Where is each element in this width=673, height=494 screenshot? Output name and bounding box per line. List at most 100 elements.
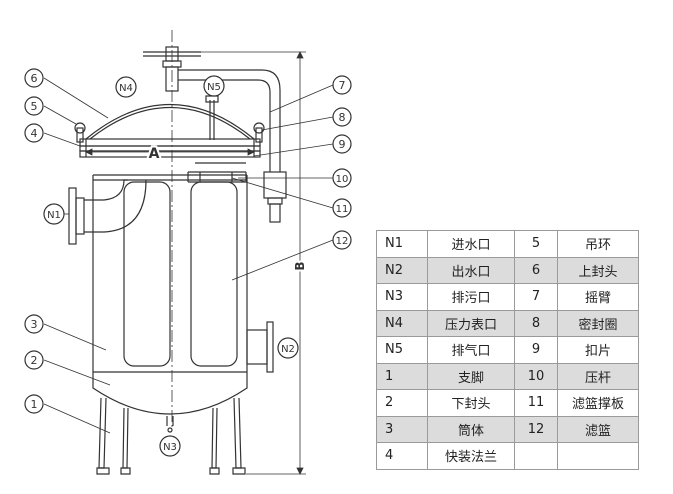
dimension-b [180,51,306,475]
legend-cell-c2: 出水口 [427,256,515,284]
dimension-a-label: A [149,146,160,162]
legend-cell-c3: 9 [514,336,558,364]
callout-7 [332,75,352,95]
legend-cell-c1: N1 [376,230,428,258]
callout-11-label: 11 [336,204,349,215]
callout-circles [24,68,352,457]
legend-cell-c3: 11 [514,389,558,417]
legend-cell-c4: 扣片 [557,336,639,364]
legend-cell-c2: 下封头 [427,389,515,417]
quick-flange [79,138,261,158]
callout-6 [24,68,44,88]
callout-3 [24,314,44,334]
legend-cell-c4: 滤篮 [557,415,639,443]
legend-cell-c2: 进水口 [427,230,515,258]
port-n4-label: N4 [119,83,133,94]
legend-cell-c1: N2 [376,256,428,284]
legend-cell-c3: 7 [514,283,558,311]
inlet-pipe [68,179,147,245]
callout-10-label: 10 [336,174,349,185]
legend-cell-c4: 压杆 [557,362,639,390]
legend-cell-c1: N5 [376,336,428,364]
port-n5-circle [203,75,225,97]
filter-baskets [123,162,247,367]
legend-cell-c2: 排污口 [427,283,515,311]
dimension-b-label: B [293,261,307,270]
shell [92,174,248,373]
handwheel [143,30,201,430]
legend-cell-c1: 3 [376,415,428,443]
legend-cell-c1: 2 [376,389,428,417]
callout-4-label: 4 [31,127,38,140]
legend-cell-c3: 5 [514,230,558,258]
outlet-pipe [246,321,274,373]
port-n1-circle [43,203,65,225]
callout-12 [332,230,352,250]
callout-2 [24,350,44,370]
callout-8-label: 8 [339,111,346,124]
port-n2-label: N2 [281,344,295,355]
callout-11 [332,198,352,218]
lower-head [92,372,248,415]
legend-cell-c3: 12 [514,415,558,443]
legend-cell-c2: 压力表口 [427,309,515,337]
legend-cell-c2: 支脚 [427,362,515,390]
support-legs [96,397,246,475]
legend-cell-c2: 排气口 [427,336,515,364]
port-n3-circle [159,435,181,457]
legend-cell-c4: 摇臂 [557,283,639,311]
legend-cell-c2: 筒体 [427,415,515,443]
dimension-a-label-bg: A [149,146,160,162]
callout-7-label: 7 [339,79,346,92]
legend-cell-c2: 快装法兰 [427,442,515,470]
callout-8 [332,107,352,127]
legend-cell-c3 [514,442,558,470]
callout-9 [332,134,352,154]
legend-cell-c3: 8 [514,309,558,337]
legend-cell-c3: 6 [514,256,558,284]
dimension-b-label-bg: B [293,261,307,270]
port-n4-circle [115,76,137,98]
lifting-rings [74,122,265,143]
legend-cell-c4: 密封圈 [557,309,639,337]
callout-2-label: 2 [31,354,38,367]
callout-4 [24,123,44,143]
legend-cell-c1: N4 [376,309,428,337]
callout-5-label: 5 [31,100,38,113]
legend-cell-c1: 1 [376,362,428,390]
port-n3-label: N3 [163,442,177,453]
callout-leaders [43,77,334,434]
callout-1 [24,394,44,414]
rocker-arm [178,69,281,172]
legend-cell-c4: 吊环 [557,230,639,258]
port-n5-label: N5 [207,82,221,93]
upper-head [85,104,255,140]
callout-9-label: 9 [339,138,346,151]
legend-cell-c4 [557,442,639,470]
callout-1-label: 1 [31,398,38,411]
callout-10 [332,168,352,188]
legend-cell-c1: N3 [376,283,428,311]
legend-cell-c3: 10 [514,362,558,390]
dimension-a [85,148,255,156]
callout-6-label: 6 [31,72,38,85]
legend-cell-c1: 4 [376,442,428,470]
port-n2-circle [277,337,299,359]
callout-5 [24,96,44,116]
callout-12-label: 12 [336,236,349,247]
port-n1-label: N1 [47,210,61,221]
callout-3-label: 3 [31,318,38,331]
legend-cell-c4: 滤篮撑板 [557,389,639,417]
legend-cell-c4: 上封头 [557,256,639,284]
